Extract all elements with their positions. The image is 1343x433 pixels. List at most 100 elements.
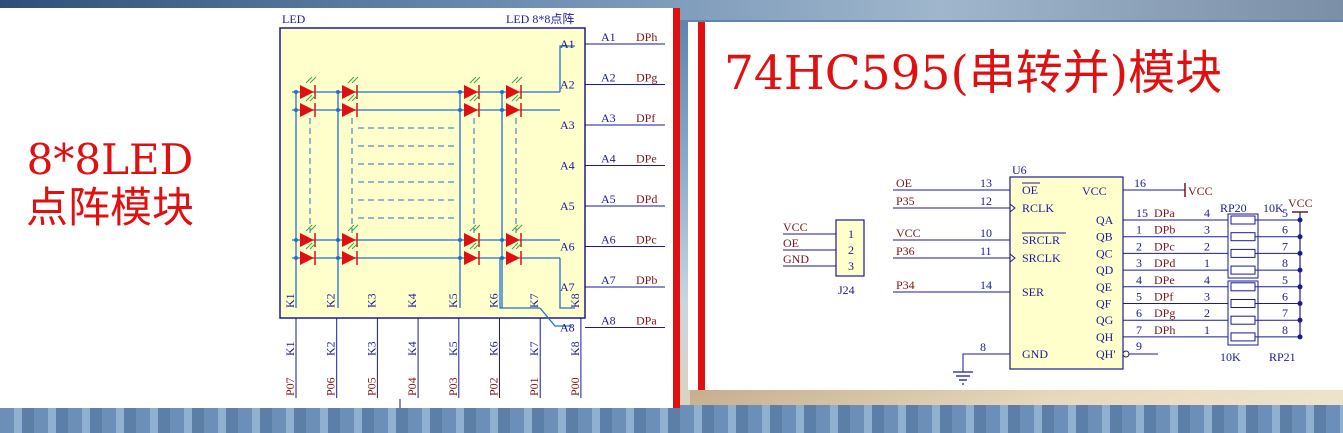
- led-emission-ray: [305, 224, 313, 232]
- anode-trunk: [559, 45, 575, 92]
- cathode-pin-number: K6: [487, 341, 501, 356]
- cathode-pin-label: K1: [283, 293, 297, 308]
- ic-left-pin-number: 8: [980, 340, 986, 354]
- anode-trunk: [559, 258, 575, 309]
- ic-output-net-label: DPd: [1154, 256, 1175, 270]
- ic-left-net-label: OE: [896, 176, 912, 190]
- right-panel-red-bar: [698, 22, 705, 390]
- rp-resistor: [1230, 299, 1256, 308]
- ic-output-pin-number: 1: [1136, 223, 1142, 237]
- rp21-ref: RP21: [1269, 350, 1296, 364]
- anode-net-label: DPc: [636, 233, 657, 247]
- ic-vcc-pin-name: VCC: [1082, 184, 1107, 198]
- anode-net-label: DPh: [636, 30, 657, 44]
- led-emission-ray: [351, 76, 359, 84]
- ic-output-net-label: DPh: [1154, 323, 1175, 337]
- led-diode: [342, 103, 356, 117]
- anode-pin-label: A5: [560, 199, 575, 213]
- led-diode: [464, 85, 478, 99]
- ic-output-pin-name: QE: [1096, 280, 1112, 294]
- rp-resistor: [1230, 282, 1256, 292]
- ic-left-pin-name: OE: [1022, 183, 1038, 197]
- led-diode: [464, 233, 478, 247]
- cathode-pin-label: K3: [364, 293, 378, 308]
- led-diode: [300, 103, 314, 117]
- led-module-title: 8*8LED 点阵模块: [0, 136, 220, 232]
- anode-pin-number: A6: [601, 233, 616, 247]
- rp-left-pin-number: 3: [1204, 223, 1210, 237]
- rp-right-pin-number: 8: [1282, 256, 1288, 270]
- anode-pin-number: A7: [601, 273, 616, 287]
- ic-qh-prime-name: QH': [1096, 347, 1116, 361]
- ic-gnd-connection: [953, 353, 1010, 385]
- connector-net-label: OE: [783, 236, 799, 250]
- rp-right-pin-number: 7: [1282, 306, 1288, 320]
- ic-u6-ref: U6: [1012, 163, 1027, 177]
- ic-output-pin-name: QA: [1096, 213, 1114, 227]
- rp20-body: [1227, 213, 1259, 279]
- led-diode: [342, 233, 356, 247]
- ic-output-pin-number: 15: [1136, 206, 1148, 220]
- led-emission-ray: [515, 76, 523, 84]
- led-diode: [342, 251, 356, 265]
- anode-pin-number: A2: [601, 71, 616, 85]
- led-grid: [292, 45, 575, 327]
- led-component-value: LED 8*8点阵: [506, 12, 574, 26]
- led-emission-ray: [309, 76, 317, 84]
- anode-net-label: DPb: [636, 273, 657, 287]
- cathode-net-label: P01: [527, 377, 541, 396]
- ic-output-pin-name: QF: [1096, 297, 1112, 311]
- led-emission-ray: [473, 76, 481, 84]
- led-diode: [300, 251, 314, 265]
- anode-net-label: DPa: [636, 314, 657, 328]
- cathode-pin-number: K3: [364, 341, 378, 356]
- cathode-net-label: P00: [568, 377, 582, 396]
- led-emission-ray: [351, 94, 359, 102]
- led-emission-ray: [309, 94, 317, 102]
- led-emission-ray: [469, 94, 477, 102]
- rp-left-pin-number: 2: [1204, 306, 1210, 320]
- led-matrix-body: [279, 27, 586, 319]
- cathode-pin-number: K5: [446, 341, 460, 356]
- cathode-net-label: P05: [364, 377, 378, 396]
- rp-resistor: [1230, 215, 1256, 225]
- led-diode: [506, 233, 520, 247]
- ic-left-pin-number: 13: [980, 176, 992, 190]
- rp-right-pin-number: 5: [1282, 273, 1288, 287]
- rp21-body: [1227, 280, 1259, 346]
- anode-pin-number: A3: [601, 111, 616, 125]
- cathode-pin-label: K6: [487, 293, 501, 308]
- led-diode: [464, 251, 478, 265]
- connector-j24-ref: J24: [838, 283, 855, 297]
- led-title-line2: 点阵模块: [25, 183, 194, 232]
- anode-pin-number: A4: [601, 152, 616, 166]
- led-emission-ray: [347, 224, 355, 232]
- rp-resistor: [1230, 232, 1256, 242]
- led-emission-ray: [347, 76, 355, 84]
- ic-clock-marker: [1009, 203, 1016, 213]
- ic-vcc-pin: 16 VCC VCC: [1082, 176, 1213, 198]
- led-emission-ray: [305, 242, 313, 250]
- ic-output-net-label: DPf: [1154, 290, 1173, 304]
- ic-output-pin-name: QD: [1096, 263, 1114, 277]
- led-emission-ray: [351, 242, 359, 250]
- cathode-pin-number: K1: [283, 341, 297, 356]
- anode-pin-label: A1: [560, 37, 575, 51]
- col-link: [499, 258, 540, 309]
- ic-left-pin-number: 14: [980, 278, 992, 292]
- led-title-line1: 8*8LED: [26, 135, 194, 184]
- rp-vcc-rail: VCC: [1288, 196, 1313, 339]
- led-diode: [300, 85, 314, 99]
- rp-left-pin-number: 4: [1204, 206, 1210, 220]
- connector-pin-number: 1: [848, 227, 854, 241]
- ic-output-net-label: DPa: [1154, 206, 1175, 220]
- anode-pin-label: A4: [560, 159, 575, 173]
- led-diode: [300, 233, 314, 247]
- rp-resistor: [1230, 315, 1256, 325]
- led-emission-ray: [473, 242, 481, 250]
- rp-resistor: [1230, 332, 1256, 342]
